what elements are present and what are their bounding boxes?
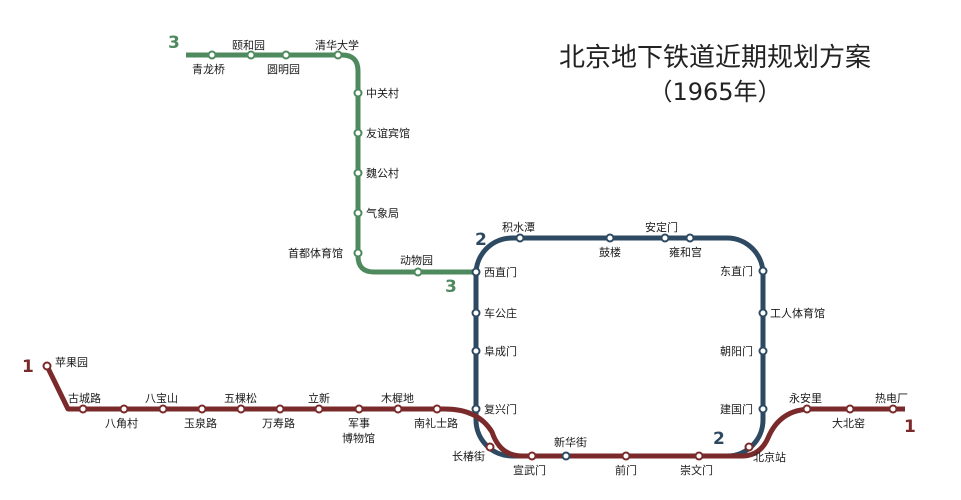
station-marker [471, 267, 481, 277]
station-label: 雍和宫 [669, 245, 702, 259]
station-marker [694, 451, 704, 461]
station-marker [246, 50, 256, 60]
station-label: 首都体育馆 [288, 246, 343, 260]
station-marker [527, 451, 537, 461]
station-label: 安定门 [645, 220, 678, 234]
station-marker [353, 88, 363, 98]
station-marker [207, 50, 217, 60]
station-marker [845, 404, 855, 414]
station-marker [353, 168, 363, 178]
station-label: 崇文门 [680, 463, 713, 477]
station-marker [744, 442, 754, 452]
station-label: 阜成门 [484, 344, 517, 358]
station-marker [353, 128, 363, 138]
station-label: 新华街 [554, 435, 587, 449]
station-marker [471, 346, 481, 356]
line-3-number-badge-end: 3 [445, 277, 457, 297]
map-title: 北京地下铁道近期规划方案 [559, 43, 871, 73]
line-1-number-badge-end: 1 [904, 417, 916, 437]
station-label: 魏公村 [366, 166, 399, 180]
line-2-number-badge: 2 [475, 230, 487, 250]
station-marker [42, 361, 52, 371]
station-label: 前门 [615, 463, 637, 477]
station-marker [432, 404, 442, 414]
map-subtitle: （1965年） [648, 78, 781, 106]
station-label: 热电厂 [875, 392, 908, 405]
station-label: 鼓楼 [599, 245, 621, 259]
station-marker [353, 248, 363, 258]
station-label: 军事 [348, 417, 370, 430]
station-label: 工人体育馆 [770, 306, 825, 320]
station-marker [758, 404, 768, 414]
station-label: 颐和园 [232, 39, 265, 52]
station-marker [333, 50, 343, 60]
station-label: 友谊宾馆 [366, 126, 410, 140]
station-marker [314, 404, 324, 414]
station-marker [158, 404, 168, 414]
station-label: 青龙桥 [192, 63, 225, 76]
station-marker [281, 50, 291, 60]
station-label: 苹果园 [55, 355, 88, 369]
station-marker [561, 451, 571, 461]
station-marker [758, 346, 768, 356]
station-label: 博物馆 [342, 431, 375, 445]
station-label: 八角村 [105, 416, 138, 430]
station-label: 立新 [308, 391, 330, 405]
station-label: 清华大学 [315, 38, 359, 52]
station-label: 朝阳门 [720, 344, 753, 358]
station-label: 中关村 [366, 86, 399, 100]
station-marker [485, 442, 495, 452]
station-label: 北京站 [753, 450, 786, 464]
line-1-number-badge: 1 [22, 357, 34, 377]
station-label: 万寿路 [262, 416, 295, 430]
station-label: 建国门 [720, 402, 753, 416]
station-label: 八宝山 [145, 391, 178, 405]
station-marker [758, 266, 768, 276]
station-label: 气象局 [366, 206, 399, 220]
line-2-number-badge-bottom: 2 [713, 429, 725, 449]
station-label: 永安里 [789, 391, 822, 405]
station-marker [758, 308, 768, 318]
station-marker [605, 233, 615, 243]
station-label: 长椿街 [452, 449, 485, 463]
station-marker [236, 404, 246, 414]
station-marker [353, 208, 363, 218]
station-marker [413, 267, 423, 277]
station-label: 大北窑 [832, 416, 865, 430]
line-3-number-badge: 3 [168, 33, 180, 53]
station-label: 南礼士路 [414, 416, 458, 430]
station-marker [354, 404, 364, 414]
station-marker [888, 404, 898, 414]
line-3-track [186, 52, 476, 275]
station-marker [621, 451, 631, 461]
station-marker [685, 233, 695, 243]
station-label: 东直门 [720, 264, 753, 278]
station-marker [78, 404, 88, 414]
station-label: 西直门 [484, 265, 517, 279]
station-label: 木樨地 [381, 391, 414, 405]
station-label: 古城路 [68, 392, 101, 405]
station-marker [275, 404, 285, 414]
station-label: 积水潭 [502, 221, 535, 234]
station-label: 车公庄 [484, 306, 517, 320]
station-marker [471, 308, 481, 318]
station-marker [471, 404, 481, 414]
station-marker [515, 233, 525, 243]
station-marker [802, 404, 812, 414]
station-label: 宣武门 [513, 463, 546, 477]
station-label: 动物园 [400, 253, 433, 267]
station-label: 五棵松 [224, 391, 257, 405]
station-marker [393, 404, 403, 414]
station-label: 玉泉路 [184, 416, 217, 430]
station-marker [119, 404, 129, 414]
line-1-track [44, 364, 905, 459]
station-label: 圆明园 [267, 63, 300, 76]
station-marker [197, 404, 207, 414]
station-label: 复兴门 [484, 402, 517, 416]
station-marker [660, 233, 670, 243]
